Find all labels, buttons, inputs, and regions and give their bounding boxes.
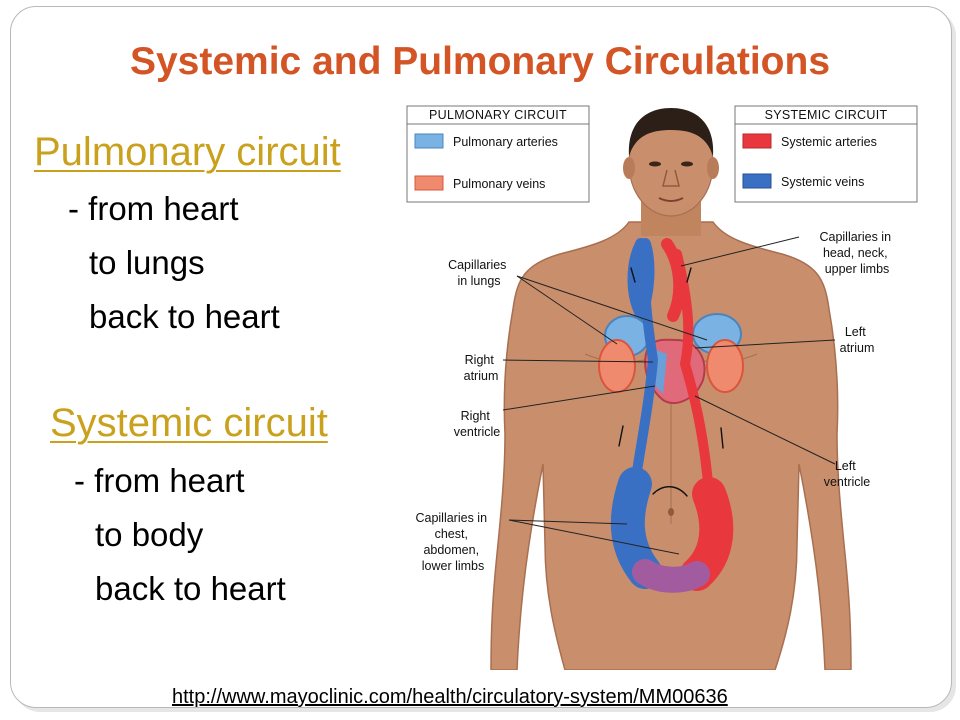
label-left-ventricle: Left ventricle	[824, 459, 871, 489]
flow-arrow-1	[630, 267, 636, 283]
left-eye	[649, 161, 661, 167]
legend-pulmonary-veins: Pulmonary veins	[453, 177, 545, 191]
legend-systemic-title: SYSTEMIC CIRCUIT	[765, 108, 888, 122]
flow-arrow-5	[652, 486, 688, 497]
label-left-atrium: Left atrium	[840, 325, 875, 355]
label-capillaries-head: Capillaries in head, neck, upper limbs	[819, 230, 894, 276]
mouth	[658, 197, 684, 202]
flow-arrow-3	[618, 425, 624, 447]
navel	[668, 508, 674, 516]
label-capillaries-chest: Capillaries in chest, abdomen, lower lim…	[415, 511, 490, 573]
label-right-atrium: Right atrium	[464, 353, 499, 383]
systemic-line-1: - from heart	[74, 462, 245, 499]
legend-pulmonary: PULMONARY CIRCUIT Pulmonary arteries Pul…	[406, 105, 590, 203]
right-eye	[681, 161, 693, 167]
legend-pulmonary-arteries: Pulmonary arteries	[453, 135, 558, 149]
legend-systemic-arteries: Systemic arteries	[781, 135, 877, 149]
lower-loop-join	[632, 559, 710, 593]
flow-arrow-4	[720, 427, 724, 449]
slide-title: Systemic and Pulmonary Circulations	[129, 40, 831, 83]
pulmonary-line-1: - from heart	[68, 190, 239, 227]
nose	[662, 169, 680, 187]
right-lung-red	[598, 339, 636, 393]
legend-swatch-pulmonary-arteries	[414, 133, 444, 149]
lower-loop-blue	[610, 467, 662, 589]
hair	[628, 108, 714, 156]
systemic-line-2: to body	[95, 516, 204, 553]
leader-lines	[502, 236, 836, 555]
systemic-line-3: back to heart	[95, 570, 286, 607]
legend-systemic: SYSTEMIC CIRCUIT Systemic arteries Syste…	[734, 105, 918, 203]
circulation-diagram: PULMONARY CIRCUIT Pulmonary arteries Pul…	[406, 105, 918, 670]
legend-swatch-systemic-veins	[742, 173, 772, 189]
source-url-link[interactable]: http://www.mayoclinic.com/health/circula…	[172, 686, 728, 708]
label-right-ventricle: Right ventricle	[454, 409, 501, 439]
vena-cava	[630, 249, 659, 489]
diagram-labels: Capillaries in lungs Capillaries in head…	[415, 230, 894, 573]
right-ear	[707, 157, 719, 179]
left-lung-red	[706, 339, 744, 393]
systemic-circuit-link[interactable]: Systemic circuit	[50, 401, 328, 445]
flow-arrow-2	[686, 267, 692, 283]
pulmonary-line-3: back to heart	[89, 298, 280, 335]
aorta	[672, 249, 714, 499]
label-capillaries-lungs: Capillaries in lungs	[448, 258, 510, 288]
legend-swatch-systemic-arteries	[742, 133, 772, 149]
pulmonary-circuit-link[interactable]: Pulmonary circuit	[34, 130, 341, 174]
legend-pulmonary-title: PULMONARY CIRCUIT	[429, 108, 567, 122]
legend-swatch-pulmonary-veins	[414, 175, 444, 191]
left-ear	[623, 157, 635, 179]
human-figure	[490, 108, 852, 670]
legend-systemic-veins: Systemic veins	[781, 175, 864, 189]
pulmonary-line-2: to lungs	[89, 244, 205, 281]
